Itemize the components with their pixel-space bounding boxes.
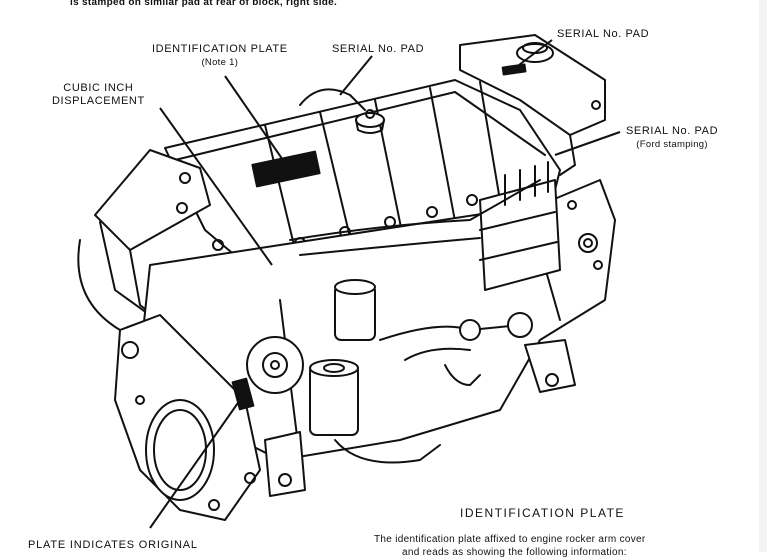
- injection-pump: [479, 161, 561, 291]
- leader-id-plate: [224, 75, 286, 164]
- top-caption: is stamped on similar pad at rear of blo…: [70, 0, 338, 8]
- body-text-cut: and reads as showing the following infor…: [402, 547, 627, 558]
- leader-lines: [149, 39, 621, 529]
- oil-filter: [334, 279, 376, 341]
- label-serial-pad-ford: SERIAL No. PAD (Ford stamping): [626, 125, 719, 150]
- leader-serial-ford: [554, 131, 621, 156]
- leader-serial-center: [339, 55, 373, 96]
- leader-cubic-inch: [159, 107, 273, 266]
- leader-serial-top-right: [514, 39, 553, 69]
- breather-tube: [299, 88, 366, 111]
- page-edge: [759, 0, 767, 552]
- oil-filler-cap: [355, 109, 385, 134]
- label-cubic-inch-displacement: CUBIC INCH DISPLACEMENT: [52, 82, 145, 107]
- body-text: The identification plate affixed to engi…: [374, 534, 646, 545]
- label-identification-plate-note: (Note 1): [201, 57, 239, 68]
- flywheel-housing: [114, 314, 261, 521]
- engine-mount-left: [264, 431, 306, 497]
- label-identification-plate: IDENTIFICATION PLATE (Note 1): [152, 43, 288, 68]
- identification-plate-shape: [251, 150, 321, 188]
- fuel-lines: [289, 179, 541, 256]
- leader-plate-original: [149, 399, 241, 529]
- engine-mount-right: [524, 339, 576, 393]
- label-plate-indicates-original: PLATE INDICATES ORIGINAL: [28, 539, 198, 551]
- water-pump-pulley: [246, 336, 304, 394]
- label-serial-pad-center: SERIAL No. PAD: [332, 43, 425, 55]
- heat-exchanger: [459, 34, 606, 176]
- label-serial-pad-top-right: SERIAL No. PAD: [557, 28, 650, 40]
- section-heading: IDENTIFICATION PLATE: [460, 506, 625, 520]
- fuel-filter: [309, 359, 359, 436]
- label-serial-pad-ford-note: (Ford stamping): [636, 139, 708, 150]
